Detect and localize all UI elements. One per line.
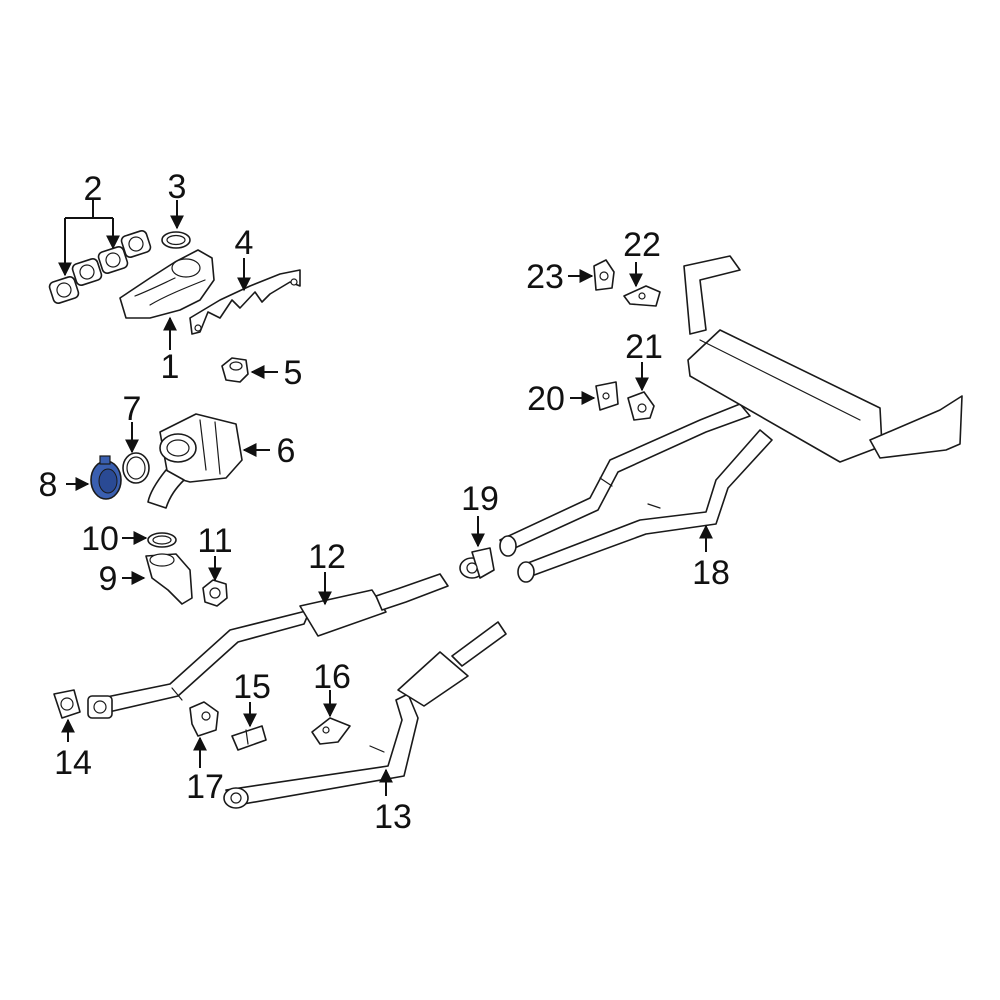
callout-21[interactable]: 21 xyxy=(625,328,663,366)
part-20-bracket[interactable] xyxy=(595,381,619,411)
part-15-bracket[interactable] xyxy=(231,725,267,751)
callout-8[interactable]: 8 xyxy=(39,466,58,504)
part-12-front-pipe-resonator[interactable] xyxy=(87,573,449,719)
callout-numbers: 1 2 3 4 5 6 7 8 10 9 11 12 13 14 15 16 1… xyxy=(39,168,730,836)
callout-7[interactable]: 7 xyxy=(123,390,142,428)
callout-2[interactable]: 2 xyxy=(84,170,103,208)
callout-10[interactable]: 10 xyxy=(81,520,119,558)
callout-3[interactable]: 3 xyxy=(168,168,187,206)
callout-22[interactable]: 22 xyxy=(623,226,661,264)
callout-9[interactable]: 9 xyxy=(99,560,118,598)
part-7-gasket-ring[interactable] xyxy=(122,452,150,484)
part-6-catalytic-converter[interactable] xyxy=(147,413,243,509)
callout-4[interactable]: 4 xyxy=(235,224,254,262)
callout-18[interactable]: 18 xyxy=(692,554,730,592)
part-16-bracket[interactable] xyxy=(311,717,351,745)
callout-13[interactable]: 13 xyxy=(374,798,412,836)
callout-leaders xyxy=(58,200,713,796)
callout-5[interactable]: 5 xyxy=(284,354,303,392)
part-23-hanger[interactable] xyxy=(593,259,615,291)
part-14-flange-gasket[interactable] xyxy=(53,689,81,719)
part-3-ring-gasket[interactable] xyxy=(161,231,191,249)
part-11-nut[interactable] xyxy=(202,579,228,607)
callout-16[interactable]: 16 xyxy=(313,658,351,696)
callout-23[interactable]: 23 xyxy=(526,258,564,296)
part-10-seal-ring[interactable] xyxy=(147,532,177,548)
part-18-rear-pipes[interactable] xyxy=(499,403,773,583)
part-5-nut[interactable] xyxy=(221,357,249,383)
callout-17[interactable]: 17 xyxy=(186,768,224,806)
callout-6[interactable]: 6 xyxy=(277,432,296,470)
part-9-flange-connector[interactable] xyxy=(145,553,193,605)
part-8-clamp-highlighted[interactable] xyxy=(90,455,122,500)
part-19-clamp[interactable] xyxy=(459,547,495,579)
callout-11[interactable]: 11 xyxy=(197,522,232,560)
rear-muffler[interactable] xyxy=(683,255,963,463)
part-13-intermediate-pipe[interactable] xyxy=(223,621,507,809)
callout-1[interactable]: 1 xyxy=(161,348,180,386)
callout-14[interactable]: 14 xyxy=(54,744,92,782)
part-2-manifold-gaskets[interactable] xyxy=(48,230,152,305)
callout-20[interactable]: 20 xyxy=(527,380,565,418)
part-22-bracket[interactable] xyxy=(623,285,661,307)
part-17-hanger[interactable] xyxy=(189,701,219,737)
callout-12[interactable]: 12 xyxy=(308,538,346,576)
callout-19[interactable]: 19 xyxy=(461,480,499,518)
part-21-hanger[interactable] xyxy=(627,391,655,421)
part-4-heat-shield[interactable] xyxy=(189,269,301,335)
callout-15[interactable]: 15 xyxy=(233,668,271,706)
part-1-exhaust-manifold[interactable] xyxy=(119,249,215,319)
